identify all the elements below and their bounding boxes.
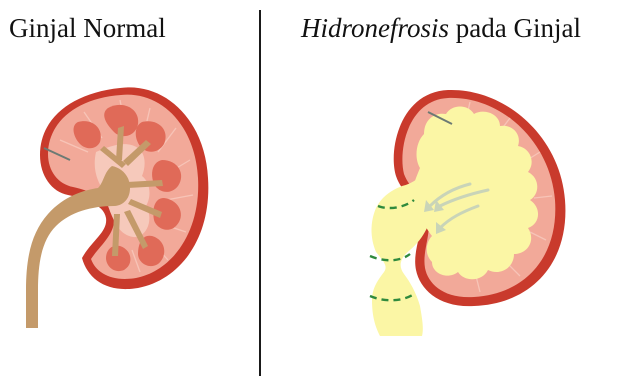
hydronephrotic-kidney — [370, 90, 565, 336]
normal-kidney — [26, 87, 208, 328]
